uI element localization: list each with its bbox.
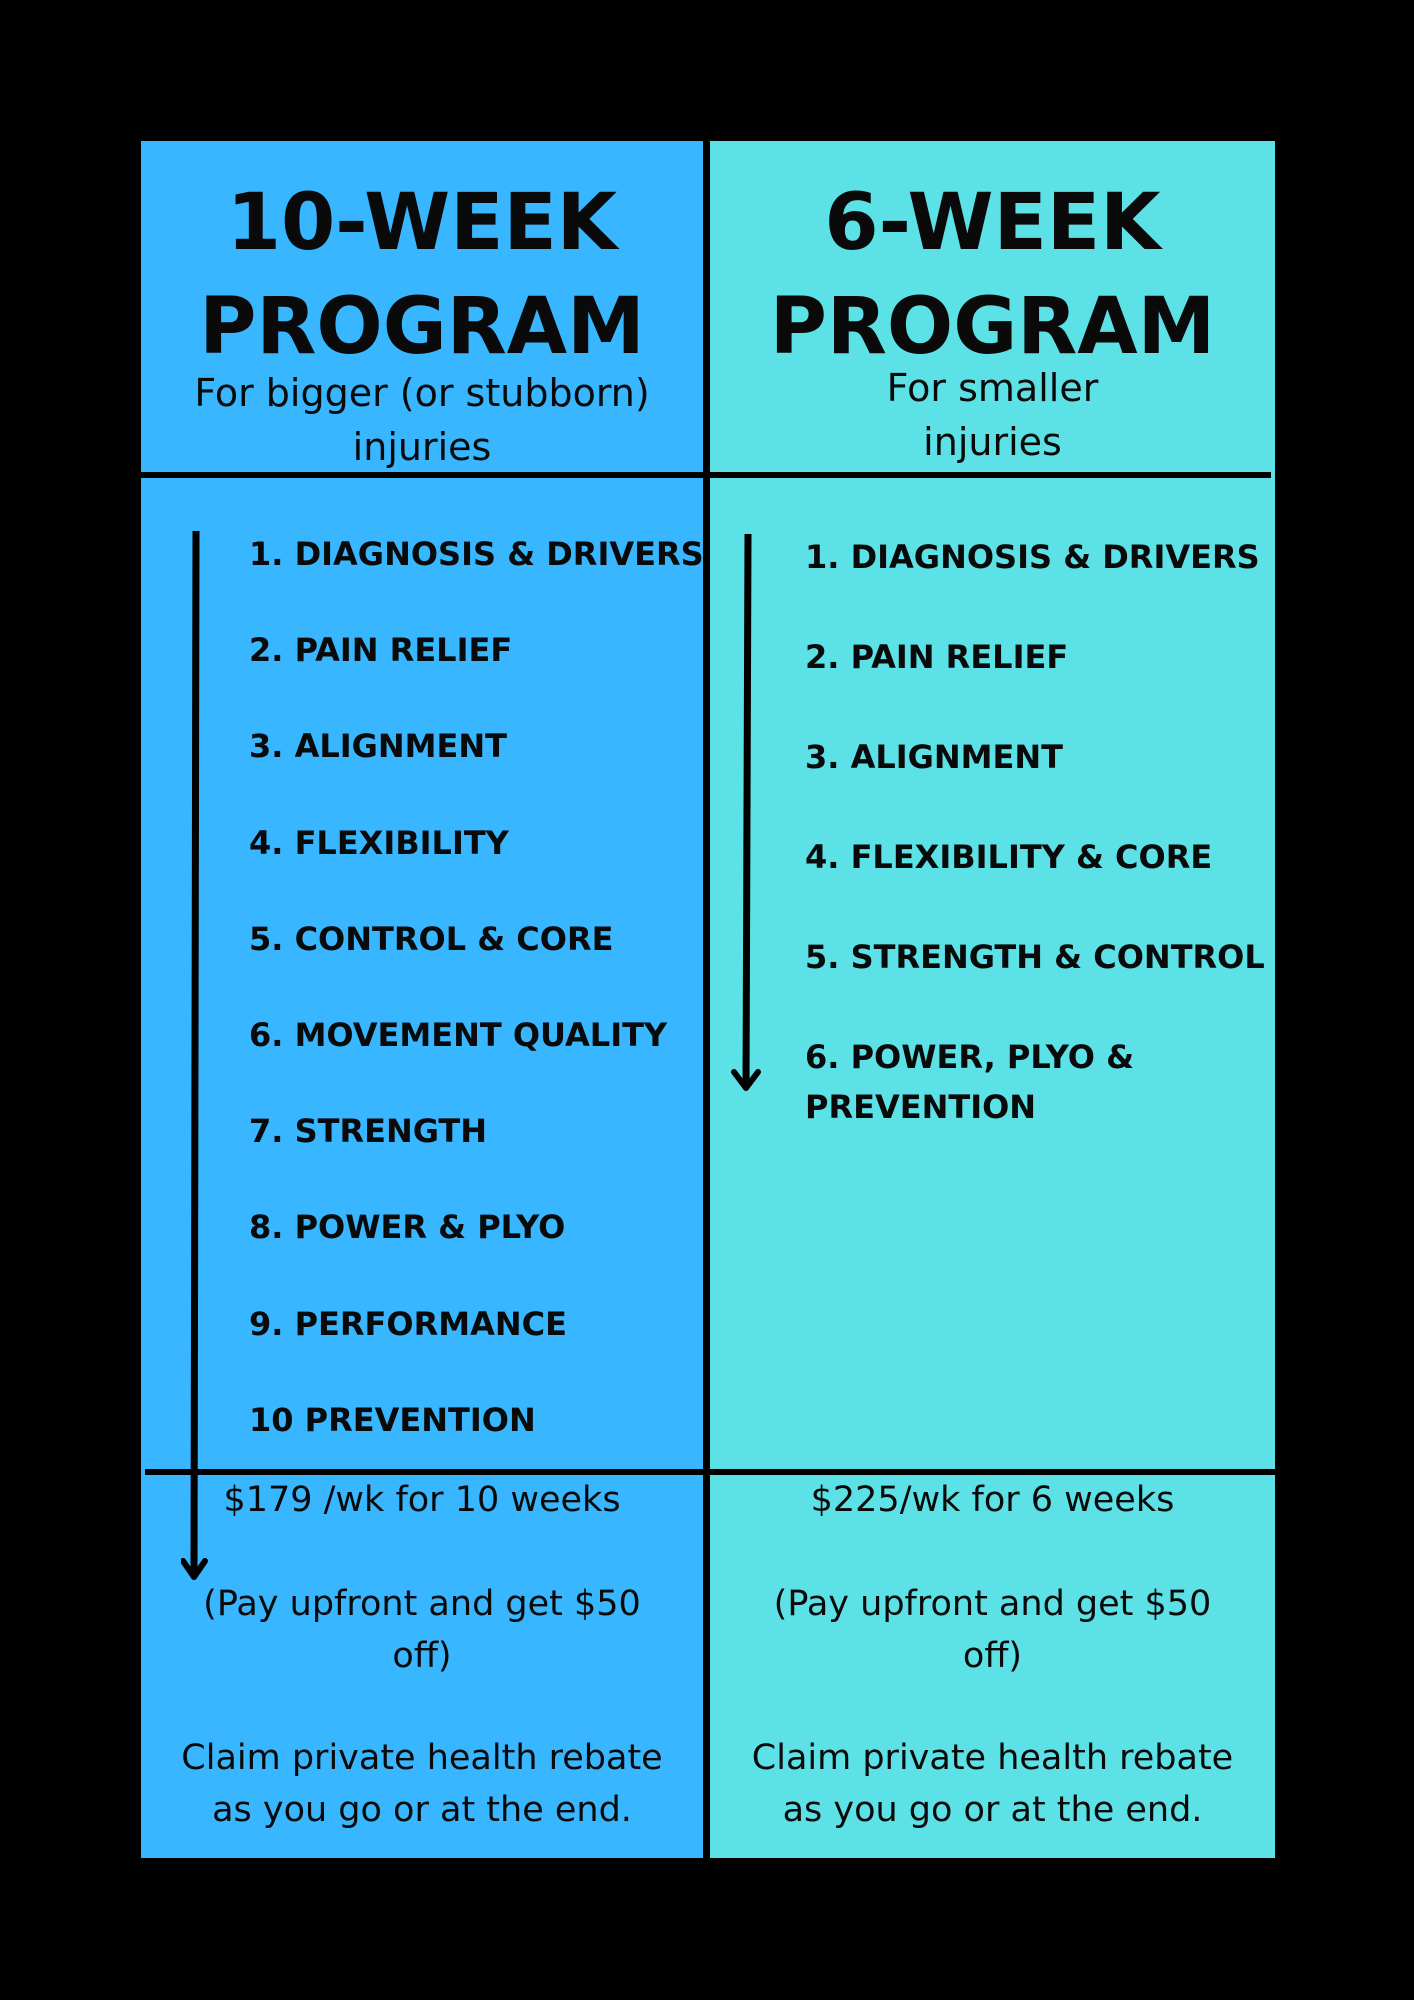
list-item: 10 PREVENTION <box>249 1401 536 1439</box>
program-subtitle: For smaller injuries <box>710 361 1285 469</box>
rebate-text: Claim private health rebate <box>181 1738 663 1778</box>
list-item: 5. CONTROL & CORE <box>249 920 614 958</box>
price-text: $225/wk for 6 weeks <box>810 1480 1175 1520</box>
header-divider <box>141 472 1271 478</box>
upfront-discount-text: (Pay upfront and get $50 <box>773 1584 1212 1624</box>
program-title: 6-WEEK PROGRAM <box>710 171 1275 379</box>
upfront-discount-text: off) <box>962 1636 1023 1676</box>
price-text: $179 /wk for 10 weeks <box>223 1480 621 1520</box>
list-item: 7. STRENGTH <box>249 1112 488 1150</box>
list-item: 6. POWER, PLYO & <box>805 1038 1135 1076</box>
list-item: 2. PAIN RELIEF <box>805 638 1069 676</box>
upfront-discount-text: (Pay upfront and get $50 <box>203 1584 641 1624</box>
rebate-text: Claim private health rebate <box>751 1738 1234 1778</box>
list-item: 3. ALIGNMENT <box>805 738 1063 776</box>
list-item: 4. FLEXIBILITY & CORE <box>805 838 1213 876</box>
program-subtitle: For bigger (or stubborn) injuries <box>141 366 703 474</box>
list-item: 3. ALIGNMENT <box>249 727 507 765</box>
subtitle-line: For smaller <box>886 366 1099 410</box>
rebate-text: as you go or at the end. <box>782 1790 1203 1830</box>
arrow-down-icon <box>181 531 208 1580</box>
upfront-discount-text: off) <box>392 1636 452 1676</box>
program-6-week-panel: 6-WEEK PROGRAM For smaller injuries 1. D… <box>710 141 1275 1858</box>
pricing-divider <box>145 1469 1275 1475</box>
pricing-section: $179 /wk for 10 weeks (Pay upfront and g… <box>141 1474 713 1836</box>
list-item: PREVENTION <box>805 1088 1037 1126</box>
list-item: 6. MOVEMENT QUALITY <box>249 1016 668 1054</box>
list-item: 2. PAIN RELIEF <box>249 631 513 669</box>
subtitle-line: injuries <box>923 420 1062 464</box>
program-10-week-panel: 10-WEEK PROGRAM For bigger (or stubborn)… <box>141 141 704 1858</box>
list-item: 1. DIAGNOSIS & DRIVERS <box>805 538 1260 576</box>
list-item: 1. DIAGNOSIS & DRIVERS <box>249 535 704 573</box>
list-item: 5. STRENGTH & CONTROL <box>805 938 1265 976</box>
subtitle-line: injuries <box>352 425 492 469</box>
title-line: PROGRAM <box>769 282 1216 372</box>
title-line: 10-WEEK <box>226 178 618 268</box>
list-item: 4. FLEXIBILITY <box>249 824 509 862</box>
rebate-text: as you go or at the end. <box>212 1790 632 1830</box>
list-item: 9. PERFORMANCE <box>249 1305 567 1343</box>
pricing-section: $225/wk for 6 weeks (Pay upfront and get… <box>710 1474 1275 1836</box>
list-item: 8. POWER & PLYO <box>249 1208 566 1246</box>
subtitle-line: For bigger (or stubborn) <box>194 371 650 415</box>
arrow-down-icon <box>731 534 761 1091</box>
column-divider <box>703 141 710 1858</box>
program-title: 10-WEEK PROGRAM <box>141 171 703 379</box>
title-line: PROGRAM <box>199 282 645 372</box>
title-line: 6-WEEK <box>824 178 1161 268</box>
